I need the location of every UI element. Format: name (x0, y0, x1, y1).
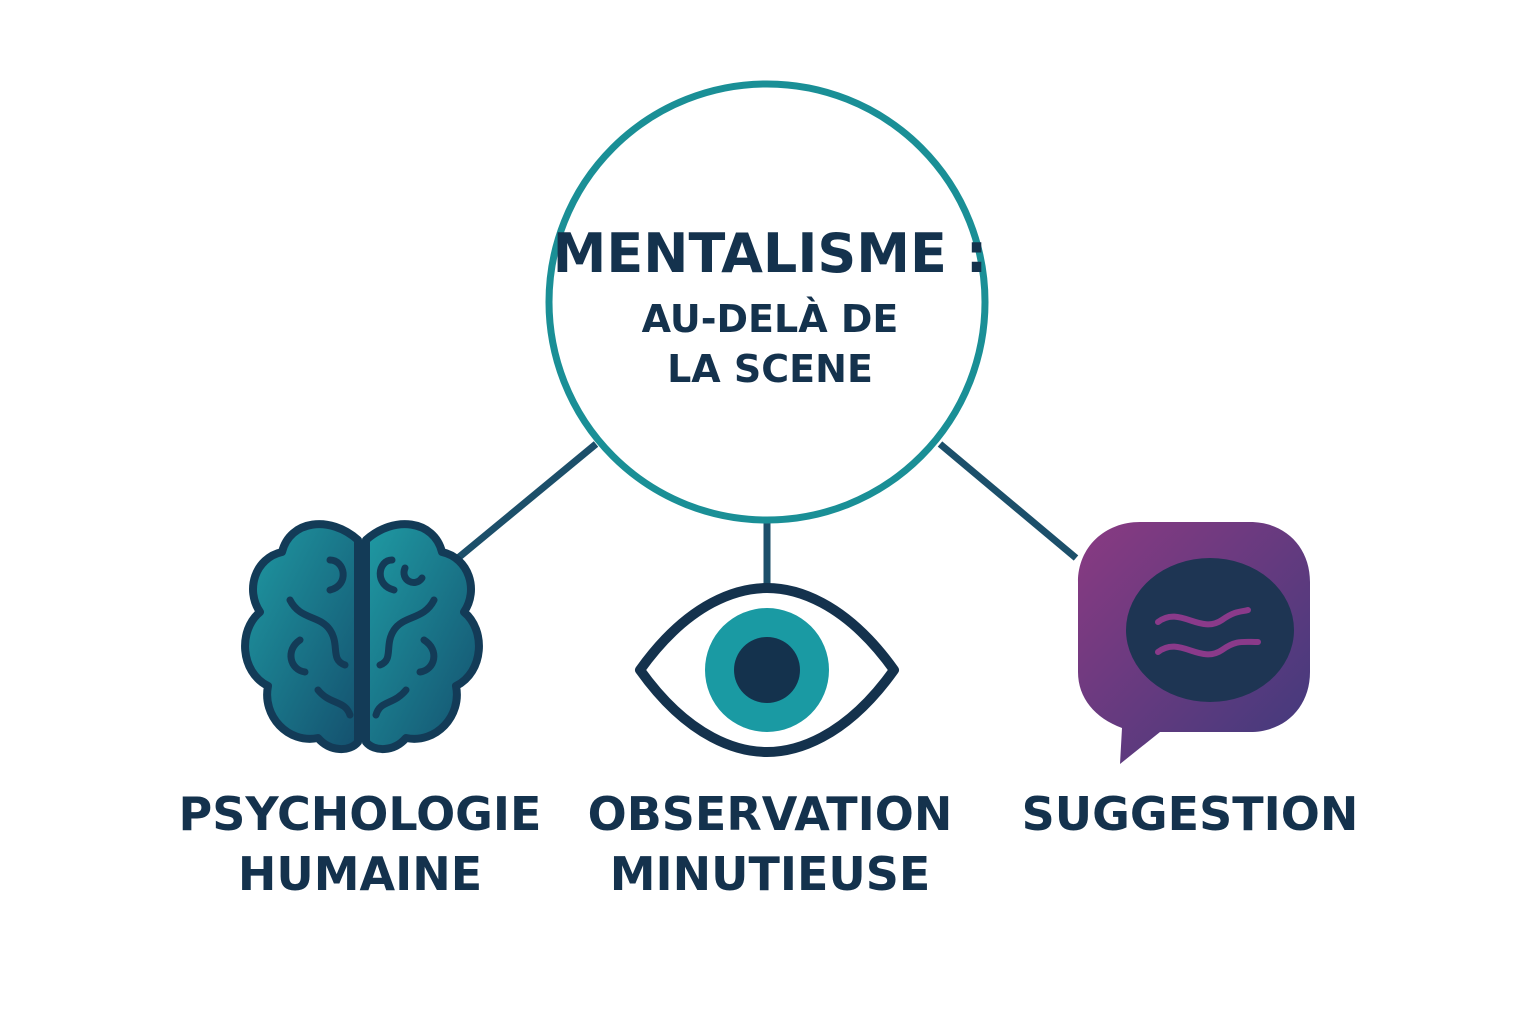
label-line: SUGGESTION (1021, 787, 1359, 841)
label-psychologie-humaine: PSYCHOLOGIE HUMAINE (150, 784, 570, 904)
connector-left (455, 441, 599, 561)
central-subtitle-line2: LA SCENE (667, 347, 873, 391)
central-circle (545, 80, 989, 524)
central-title-block: MENTALISME : AU-DELÀ DE LA SCENE (550, 222, 990, 394)
label-observation-minutieuse: OBSERVATION MINUTIEUSE (560, 784, 980, 904)
connector-right (937, 441, 1079, 561)
brain-icon (241, 520, 483, 753)
eye-icon (635, 583, 899, 757)
label-suggestion: SUGGESTION (990, 784, 1390, 844)
central-subtitle-line1: AU-DELÀ DE (641, 297, 899, 341)
central-title: MENTALISME : (552, 222, 988, 285)
label-line: OBSERVATION (587, 787, 953, 841)
label-line: HUMAINE (237, 847, 483, 901)
label-line: PSYCHOLOGIE (178, 787, 542, 841)
speech-bubble-icon (1078, 522, 1310, 764)
label-line: MINUTIEUSE (609, 847, 931, 901)
